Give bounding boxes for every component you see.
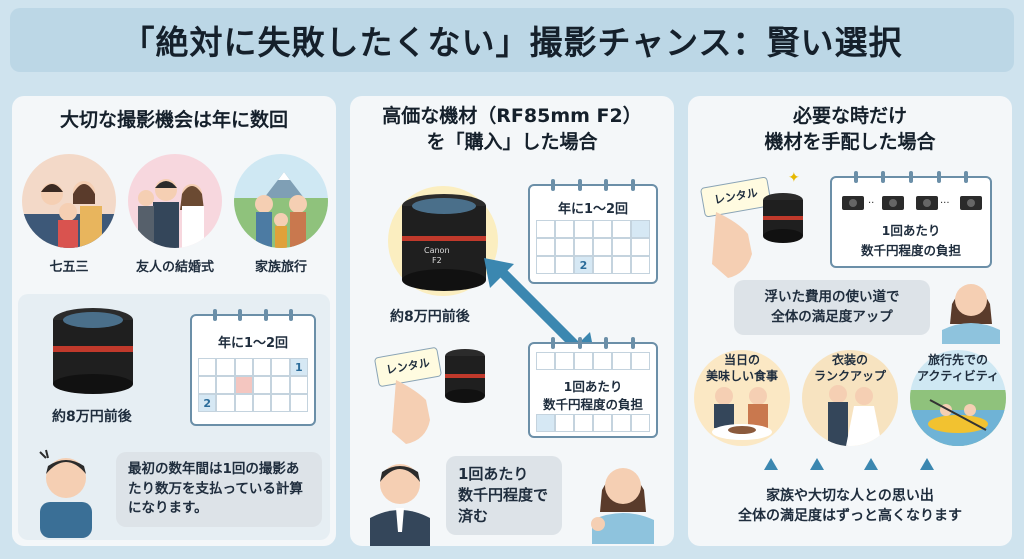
svg-text:···: ··· <box>940 198 950 209</box>
use-label-costume-line2: ランクアップ <box>813 369 886 384</box>
occasion-label-shichigosan: 七五三 <box>49 260 89 275</box>
panel3-heading-line1: 必要な時だけ <box>792 105 907 127</box>
calendar-yearly: 年に1〜2回 1 2 <box>190 309 316 426</box>
wedding-illustration <box>128 154 222 248</box>
panel2-heading-line2: を「購入」した場合 <box>426 131 598 153</box>
occasion-label-trip: 家族旅行 <box>254 260 307 275</box>
speech-line2: 数千円程度で <box>458 486 549 504</box>
costume-upgrade-illustration <box>802 350 898 446</box>
use-label-activity-line2: アクティビティ <box>917 369 999 384</box>
cal-mark-2: 2 <box>574 256 593 274</box>
worried-man-avatar <box>39 449 92 538</box>
family-trip-illustration <box>234 154 328 248</box>
man-in-suit-avatar <box>370 464 430 546</box>
activity-illustration <box>910 350 1006 446</box>
calendar-yearly: 年に1〜2回 2 <box>528 179 658 284</box>
thought-line2: 全体の満足度アップ <box>771 308 893 325</box>
cost-label-line1: 1回あたり <box>881 223 941 238</box>
svg-text:··: ·· <box>868 198 874 209</box>
speech-bubble-cost: 最初の数年間は1回の撮影あたり数万を支払っている計算になります。 <box>116 452 322 527</box>
arrow-up-icon <box>920 458 934 470</box>
calendar-grid: 2 <box>536 220 650 274</box>
panel3-footer: 家族や大切な人との思い出 全体の満足度はずっと高くなります <box>688 486 1012 527</box>
calendar-label: 年に1〜2回 <box>557 202 629 217</box>
hand-holding-ticket <box>712 212 752 278</box>
calendar-label: 年に1〜2回 <box>217 336 289 351</box>
panel-rental: 必要な時だけ 機材を手配した場合 レンタル ✦ ·· ··· 1回あたり 数千円… <box>688 96 1012 546</box>
lens-icon <box>402 194 486 291</box>
cost-label-line1: 1回あたり <box>563 379 623 394</box>
calendar-per-use-cost: 1回あたり 数千円程度の負担 <box>528 337 658 438</box>
hand-holding-ticket <box>392 380 430 444</box>
arrow-up-icon <box>810 458 824 470</box>
woman-avatar <box>942 284 1000 344</box>
calendar-grid-top <box>536 352 650 370</box>
calendar-grid: 1 2 <box>198 358 308 412</box>
panel-owning-reality: 大切な撮影機会は年に数回 七五三 友人の結婚式 家族旅行 <box>12 96 336 546</box>
use-label-costume: 衣装の ランクアップ <box>804 352 896 384</box>
arrow-up-icon <box>864 458 878 470</box>
calendar-grid-bottom <box>536 414 650 432</box>
lens-brand-text: Canon <box>424 246 450 255</box>
thought-bubble-satisfaction: 浮いた費用の使い道で 全体の満足度アップ <box>734 280 930 336</box>
use-label-meal-line1: 当日の <box>723 353 760 367</box>
use-label-activity: 旅行先での アクティビティ <box>910 352 1006 384</box>
lens-model-text: F2 <box>432 256 442 265</box>
family-shichigosan-illustration <box>22 154 116 248</box>
title-bar: 「絶対に失敗したくない」撮影チャンス：賢い選択 <box>10 8 1014 72</box>
cost-label-line2: 数千円程度の負担 <box>542 397 643 412</box>
footer-line2: 全体の満足度はずっと高くなります <box>738 508 962 525</box>
lens-price-label: 約8万円前後 <box>390 309 470 325</box>
smiling-woman-avatar <box>591 468 654 544</box>
use-label-meal-line2: 美味しい食事 <box>705 369 778 384</box>
speech-line1: 1回あたり <box>458 465 529 483</box>
footer-line1: 家族や大切な人との思い出 <box>766 488 934 504</box>
panel1-sub-box: 約8万円前後 年に1〜2回 1 2 最初の数年間は1回の撮影あたり数万を支払って… <box>18 294 330 540</box>
panel-purchase: 高価な機材（RF85mm F2） を「購入」した場合 Canon F2 約8万円… <box>350 96 674 546</box>
page-title: 「絶対に失敗したくない」撮影チャンス：賢い選択 <box>121 23 903 62</box>
cal-mark-2: 2 <box>198 394 217 412</box>
calendar-per-use-cost: ·· ··· 1回あたり 数千円程度の負担 <box>830 171 992 268</box>
panel1-heading: 大切な撮影機会は年に数回 <box>59 109 288 131</box>
cost-label-line2: 数千円程度の負担 <box>860 243 961 258</box>
lens-icon <box>53 308 133 394</box>
thought-line1: 浮いた費用の使い道で <box>764 289 900 305</box>
sparkle-icon: ✦ <box>788 170 800 186</box>
speech-line3: 済む <box>458 507 489 525</box>
panel2-heading-line1: 高価な機材（RF85mm F2） <box>382 105 642 127</box>
speech-bubble-savings: 1回あたり 数千円程度で 済む <box>446 456 562 535</box>
use-label-costume-line1: 衣装の <box>831 353 868 367</box>
use-label-meal: 当日の 美味しい食事 <box>696 352 788 384</box>
panel3-heading-line2: 機材を手配した場合 <box>764 131 936 153</box>
cal-mark-1: 1 <box>289 358 308 376</box>
lens-price-label: 約8万円前後 <box>52 409 132 425</box>
use-label-activity-line1: 旅行先での <box>927 353 988 367</box>
occasion-label-wedding: 友人の結婚式 <box>135 260 214 275</box>
camera-icons-row: ·· ··· <box>842 196 982 210</box>
small-lens-icon <box>763 193 803 243</box>
arrow-up-icon <box>764 458 778 470</box>
small-lens-icon <box>445 349 485 403</box>
meal-illustration <box>694 350 790 446</box>
